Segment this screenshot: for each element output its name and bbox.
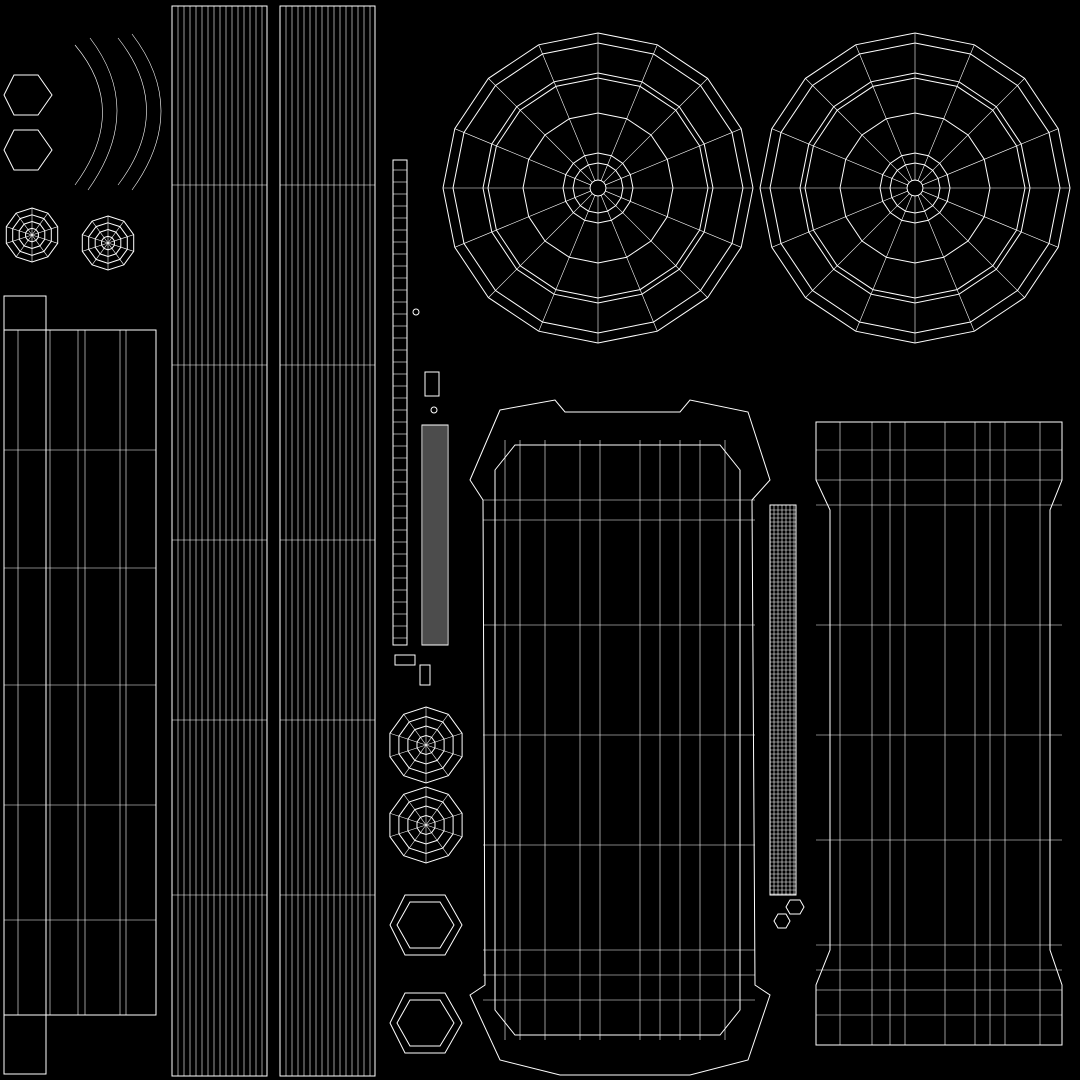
vertical-panel-b (279, 5, 376, 1077)
ring-islands (389, 894, 463, 1054)
mid-web-b-spoke (403, 824, 427, 856)
curved-strip-left (74, 37, 118, 191)
ring-outer-a (389, 894, 463, 956)
hexagon-island-bottom (3, 129, 53, 171)
small-web-b-spoke (107, 220, 125, 244)
wheel-left-spoke (488, 193, 593, 298)
mid-web-a-spoke (389, 744, 427, 758)
wheel-left-spoke (603, 78, 708, 183)
small-block-c (419, 664, 431, 686)
wheel-left-spoke (454, 190, 591, 248)
large-wheel-islands (442, 32, 1071, 344)
small-web-a-spoke (15, 212, 33, 236)
medium-radial-webs (389, 706, 463, 864)
mid-web-b-spoke (425, 794, 449, 826)
wheel-right-spoke (920, 78, 1025, 183)
mid-web-a-spoke (403, 714, 427, 746)
wheel-right-spoke (771, 128, 908, 186)
small-web-b-spoke (91, 242, 109, 266)
mid-web-a-spoke (425, 732, 463, 746)
body-shell-inner (494, 444, 741, 1036)
left-strip-grid (4, 330, 156, 1015)
wheel-left-spoke (605, 128, 742, 186)
mid-web-b-spoke (389, 824, 427, 838)
tiny-hex-a (773, 913, 791, 929)
small-web-a-spoke (31, 234, 58, 244)
right-panel-grid (816, 422, 1062, 1045)
tiny-dot-b (430, 406, 438, 414)
wheel-left-spoke (605, 190, 742, 248)
mid-web-a-spoke (425, 744, 449, 776)
wheel-left-spoke (488, 78, 593, 183)
small-radial-webs (5, 207, 135, 271)
hexagon-islands (3, 74, 53, 171)
wheel-left-spoke (600, 195, 658, 332)
wheel-right-spoke (922, 190, 1059, 248)
small-web-a-spoke (15, 234, 33, 258)
wheel-left-spoke (603, 193, 708, 298)
wheel-right-spoke (917, 44, 975, 181)
vertical-panel-a (171, 5, 268, 1077)
ring-inner-a (396, 901, 455, 949)
vertical-panel-lines (172, 6, 375, 1076)
small-block-a (424, 371, 440, 397)
curved-strip-islands (74, 33, 162, 191)
small-web-a-spoke (31, 212, 49, 236)
wheel-left-spoke (538, 195, 596, 332)
body-shell-island (469, 399, 771, 1076)
wheel-right-spoke (920, 193, 1025, 298)
thin-column (392, 159, 408, 646)
dense-column-rect (769, 504, 797, 896)
vertical-panels (171, 5, 376, 1077)
mid-web-a-spoke (389, 732, 427, 746)
dense-column-lines (770, 505, 796, 895)
wheel-right-spoke (771, 190, 908, 248)
mid-web-a-spoke (425, 714, 449, 746)
mid-web-b-spoke (425, 824, 449, 856)
mid-web-a-spoke (425, 744, 463, 758)
small-web-b-spoke (82, 234, 109, 244)
curved-strip-right (117, 33, 162, 191)
mid-web-a-spoke (403, 744, 427, 776)
small-web-b-spoke (82, 242, 109, 252)
small-web-b-spoke (107, 242, 125, 266)
ring-outer-b (389, 992, 463, 1054)
mid-web-b-spoke (425, 812, 463, 826)
wheel-left-spoke (600, 44, 658, 181)
body-shell-grid (483, 440, 755, 1040)
small-web-b-spoke (107, 234, 134, 244)
hexagon-island-top (3, 74, 53, 116)
tiny-dot-a (412, 308, 420, 316)
dense-column (769, 504, 805, 929)
wheel-left-spoke (454, 128, 591, 186)
body-shell-outline (469, 399, 771, 1076)
wheel-right-spoke (922, 128, 1059, 186)
small-block-b (394, 654, 416, 666)
wheel-right-spoke (805, 193, 910, 298)
small-web-b-spoke (91, 220, 109, 244)
ring-inner-b (396, 999, 455, 1047)
wheel-right-spoke (855, 195, 913, 332)
wheel-left-spoke (538, 44, 596, 181)
mid-web-b-spoke (389, 812, 427, 826)
wheel-right-spoke (805, 78, 910, 183)
wheel-right-spoke (917, 195, 975, 332)
left-wide-strip (3, 329, 157, 1016)
ribbed-strip (421, 424, 449, 646)
small-web-a-spoke (6, 234, 33, 244)
mid-web-b-spoke (425, 824, 463, 838)
mid-web-b-spoke (403, 794, 427, 826)
small-web-a-spoke (31, 234, 49, 258)
wheel-right-spoke (855, 44, 913, 181)
tiny-hex-b (785, 899, 805, 915)
thin-column-lines (393, 169, 447, 645)
small-web-b-spoke (107, 242, 134, 252)
thin-column-pieces (392, 159, 449, 686)
small-web-a-spoke (6, 226, 33, 236)
small-web-a-spoke (31, 226, 58, 236)
